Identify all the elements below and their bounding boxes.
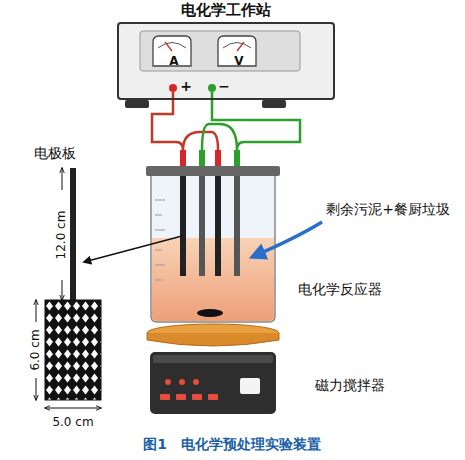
part-name: 电极板 [34, 146, 76, 161]
leader-arrow [84, 236, 182, 262]
stirrer-button [208, 394, 218, 400]
part-name: 电化学反应器 [298, 282, 382, 297]
beaker-lid [146, 166, 280, 176]
dimension: 12.0 cm [55, 211, 68, 260]
stirrer-base [150, 352, 276, 414]
stirrer-display [240, 378, 260, 394]
device-name: 电化学工作站 [119, 3, 333, 18]
callout-text: 剩余污泥+餐厨垃圾 [326, 202, 450, 217]
stirrer-button [176, 394, 186, 400]
stirrer-button [165, 379, 171, 385]
workstation-housing [117, 22, 335, 100]
stirrer-button [179, 379, 185, 385]
mesh-electrode [45, 300, 101, 400]
dimension: 5.0 cm [52, 416, 93, 429]
positive-wire [152, 92, 218, 150]
negative-wire [202, 92, 300, 150]
ammeter-scale [158, 43, 186, 49]
dimension-line [73, 408, 101, 409]
meter-symbol: A [155, 55, 193, 67]
stir-bar [197, 309, 223, 317]
beaker-graduation [155, 200, 165, 280]
terminal-sign: + [180, 79, 192, 94]
dimension-line [62, 280, 63, 300]
electrode-plate [180, 176, 186, 276]
electrode-stem [70, 168, 76, 302]
electrode-plate [215, 176, 221, 276]
stirrer-button [160, 394, 170, 400]
callout-arrow [252, 222, 322, 257]
dimension: 6.0 cm [29, 329, 42, 370]
positive-terminal [169, 84, 177, 92]
stirrer-button [192, 394, 202, 400]
stirrer-plate-rim [147, 333, 279, 346]
dimension-line [36, 378, 37, 400]
part-name: 磁力搅拌器 [315, 378, 385, 393]
voltmeter-scale [223, 43, 251, 49]
voltmeter-needle [237, 42, 244, 51]
beaker [151, 176, 275, 322]
voltmeter: V [220, 38, 258, 68]
dimension-line [45, 408, 73, 409]
terminal-sign: − [218, 79, 230, 94]
housing-foot [262, 100, 286, 108]
meter-panel [140, 31, 300, 71]
figure-caption: 图1 电化学预处理实验装置 [143, 437, 321, 452]
dimension-line [36, 300, 37, 322]
negative-terminal [208, 84, 216, 92]
housing-foot [125, 100, 149, 108]
stirrer-button [193, 379, 199, 385]
electrode-plate [199, 176, 205, 276]
sludge-liquid [152, 238, 274, 321]
dimension-line [62, 168, 63, 190]
ammeter: A [155, 38, 193, 68]
electrode-plate [234, 176, 240, 276]
ammeter-needle [165, 42, 172, 51]
meter-symbol: V [220, 55, 258, 67]
stirrer-base-top [153, 355, 273, 363]
